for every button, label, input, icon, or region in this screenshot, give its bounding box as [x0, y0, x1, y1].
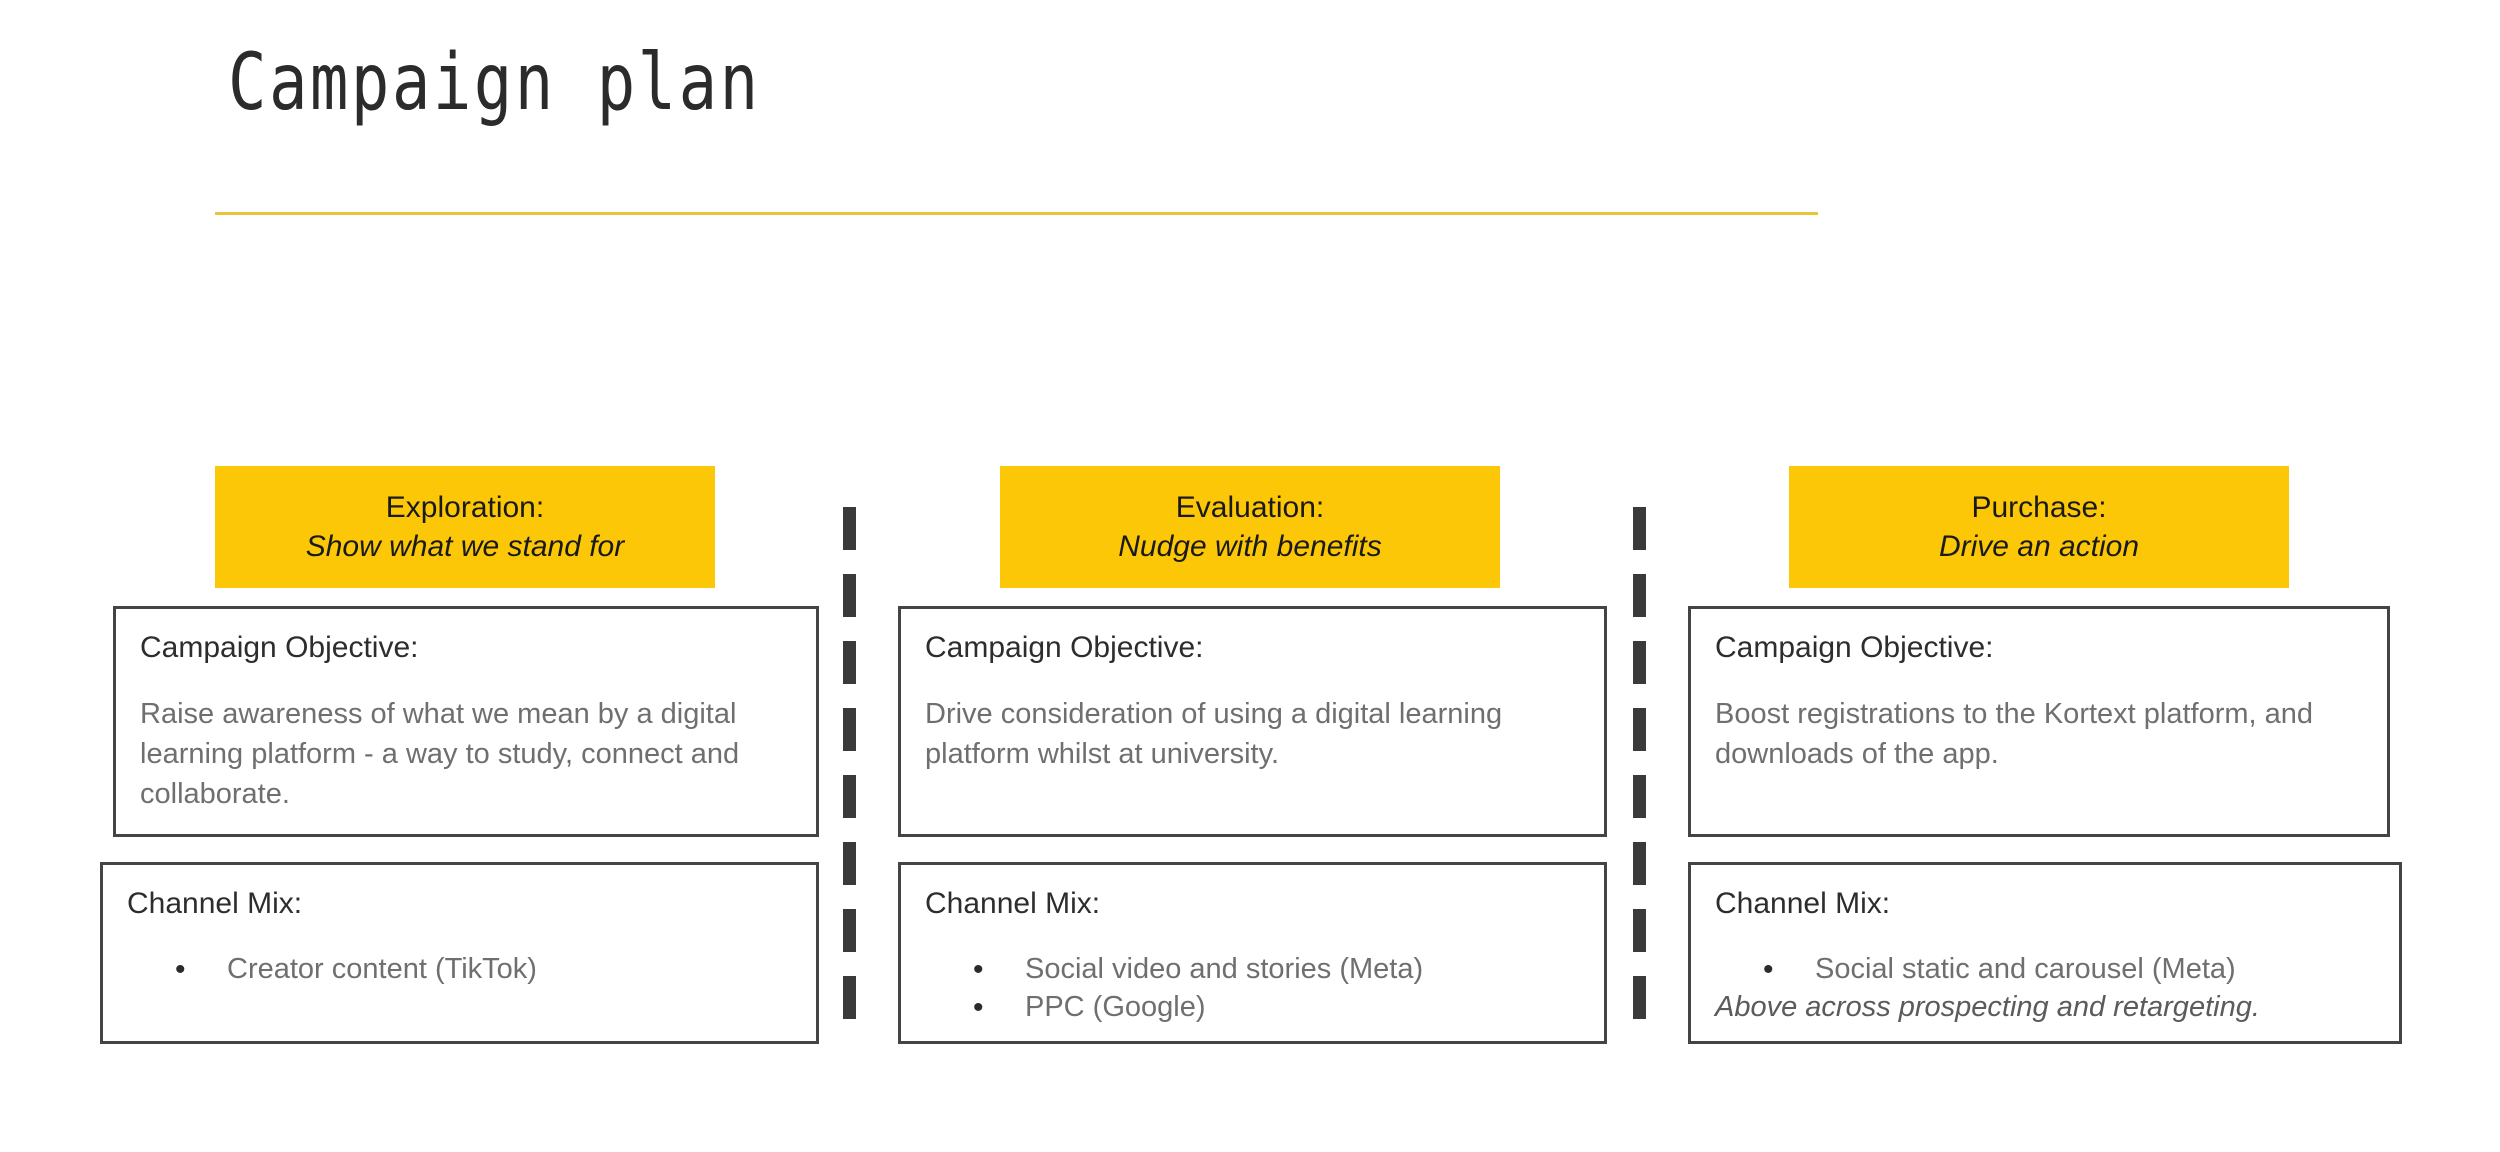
channel-heading: Channel Mix:: [1715, 887, 1891, 920]
stage-name-label: Purchase:: [1971, 491, 2107, 524]
list-item: Social video and stories (Meta): [925, 950, 1580, 990]
objective-body: Raise awareness of what we mean by a dig…: [140, 697, 740, 810]
objective-heading: Campaign Objective:: [140, 631, 419, 664]
column-divider-2: [1633, 507, 1646, 1043]
title-underline-rule: [215, 212, 1818, 215]
objective-body: Boost registrations to the Kortext platf…: [1715, 697, 2314, 770]
channel-panel-evaluation: Channel Mix: Social video and stories (M…: [898, 862, 1607, 1044]
stage-name-label: Evaluation:: [1175, 491, 1325, 524]
stage-tagline-label: Nudge with benefits: [1118, 530, 1382, 563]
objective-heading: Campaign Objective:: [1715, 631, 1994, 664]
channel-panel-exploration: Channel Mix: Creator content (TikTok): [100, 862, 819, 1044]
stage-header-exploration: Exploration: Show what we stand for: [215, 466, 715, 588]
stage-tagline-label: Drive an action: [1938, 530, 2140, 563]
channel-heading: Channel Mix:: [925, 887, 1101, 920]
list-item: Creator content (TikTok): [127, 950, 792, 990]
list-item: PPC (Google): [925, 988, 1580, 1028]
channel-heading: Channel Mix:: [127, 887, 303, 920]
objective-panel-exploration: Campaign Objective: Raise awareness of w…: [113, 606, 819, 837]
channel-list-evaluation: Social video and stories (Meta) PPC (Goo…: [925, 950, 1580, 1028]
stage-header-purchase: Purchase: Drive an action: [1789, 466, 2289, 588]
stage-name-label: Exploration:: [385, 491, 545, 524]
stage-tagline-label: Show what we stand for: [305, 530, 625, 563]
page-title: Campaign plan: [228, 38, 761, 128]
objective-body: Drive consideration of using a digital l…: [925, 697, 1503, 770]
channel-list-exploration: Creator content (TikTok): [127, 950, 792, 990]
channel-panel-purchase: Channel Mix: Social static and carousel …: [1688, 862, 2402, 1044]
objective-panel-purchase: Campaign Objective: Boost registrations …: [1688, 606, 2390, 837]
objective-panel-evaluation: Campaign Objective: Drive consideration …: [898, 606, 1607, 837]
column-divider-1: [843, 507, 856, 1043]
channel-list-purchase: Social static and carousel (Meta): [1715, 950, 2375, 990]
stage-header-evaluation: Evaluation: Nudge with benefits: [1000, 466, 1500, 588]
list-item: Social static and carousel (Meta): [1715, 950, 2375, 990]
channel-note: Above across prospecting and retargeting…: [1715, 990, 2260, 1023]
objective-heading: Campaign Objective:: [925, 631, 1204, 664]
